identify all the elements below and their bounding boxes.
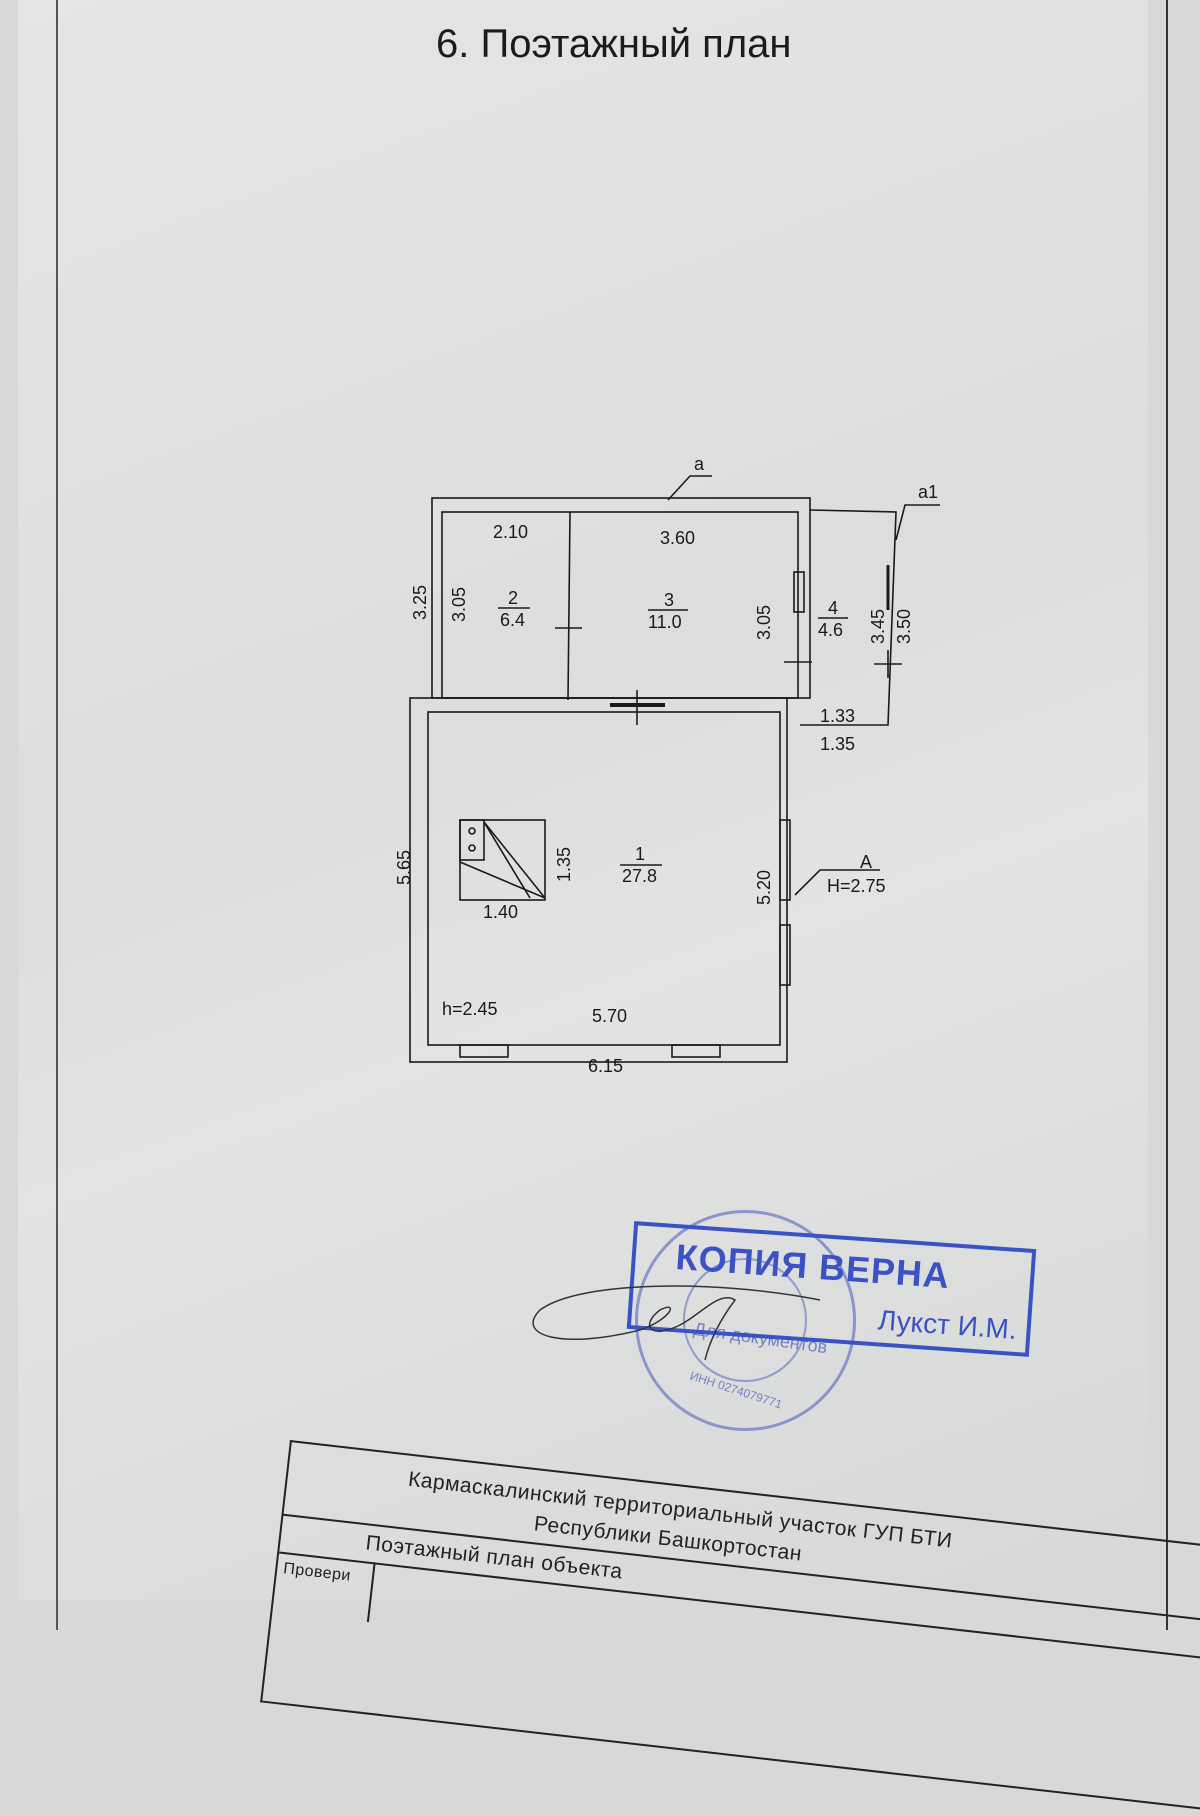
document-page: 6. Поэтажный план <box>18 0 1168 1630</box>
window-mark <box>779 819 791 901</box>
leader-A <box>794 869 880 896</box>
letter-a1: а1 <box>918 482 938 502</box>
page-title: 6. Поэтажный план <box>436 22 792 66</box>
seal-inner-ring <box>683 1258 807 1382</box>
letter-A: А <box>860 852 872 872</box>
room-3-number: 3 <box>664 590 674 610</box>
room-3-area: 11.0 <box>648 612 682 632</box>
partition-wall <box>567 511 571 701</box>
dim-5-70: 5.70 <box>592 1006 627 1026</box>
window-mark <box>459 1044 509 1058</box>
dim-1-40: 1.40 <box>483 902 518 922</box>
dim-2-10: 2.10 <box>493 522 528 542</box>
main-height: H=2.75 <box>827 876 886 896</box>
signature <box>532 1285 821 1361</box>
room-4-area: 4.6 <box>818 620 843 640</box>
window-mark <box>793 571 805 613</box>
room-4-number: 4 <box>828 598 838 618</box>
dim-1-35-stove: 1.35 <box>554 847 574 882</box>
main-house-outer-wall <box>409 697 788 1063</box>
round-seal: Для документов ИНН 0274079771 <box>635 1210 856 1431</box>
room-1-number: 1 <box>635 844 645 864</box>
floor-plan: а а1 А H=2.75 1 27.8 2 6.4 3 11.0 4 4.6 … <box>394 454 940 1076</box>
dim-5-20: 5.20 <box>754 870 774 905</box>
annex-a1-wall <box>800 509 897 726</box>
burner-icon <box>468 827 476 835</box>
signature-stroke <box>532 1285 821 1361</box>
dim-3-05-left: 3.05 <box>449 587 469 622</box>
dim-3-45: 3.45 <box>868 609 888 644</box>
window-mark <box>671 1044 721 1058</box>
stove-burner-panel <box>459 819 485 861</box>
annex-a-outer-wall <box>431 497 811 699</box>
dim-3-25: 3.25 <box>410 585 430 620</box>
stamp-name: Лукст И.М. <box>877 1304 1018 1345</box>
dim-3-60: 3.60 <box>660 528 695 548</box>
leader-a <box>667 475 712 501</box>
dim-3-50: 3.50 <box>894 609 914 644</box>
letter-a: а <box>694 454 705 474</box>
burner-icon <box>468 844 476 852</box>
leader-a1 <box>895 504 940 541</box>
inner-height: h=2.45 <box>442 999 498 1019</box>
dim-3-05-right: 3.05 <box>754 605 774 640</box>
room-2-area: 6.4 <box>500 610 525 630</box>
dim-5-65: 5.65 <box>394 850 414 885</box>
dim-1-33: 1.33 <box>820 706 855 726</box>
main-house-inner-wall <box>427 711 781 1046</box>
dim-1-35: 1.35 <box>820 734 855 754</box>
window-mark <box>779 924 791 986</box>
stove-hatch <box>483 821 531 899</box>
dim-6-15: 6.15 <box>588 1056 623 1076</box>
room-2-number: 2 <box>508 588 518 608</box>
page-frame <box>56 0 1168 1630</box>
stove-hatch <box>459 821 546 899</box>
room-1-area: 27.8 <box>622 866 657 886</box>
